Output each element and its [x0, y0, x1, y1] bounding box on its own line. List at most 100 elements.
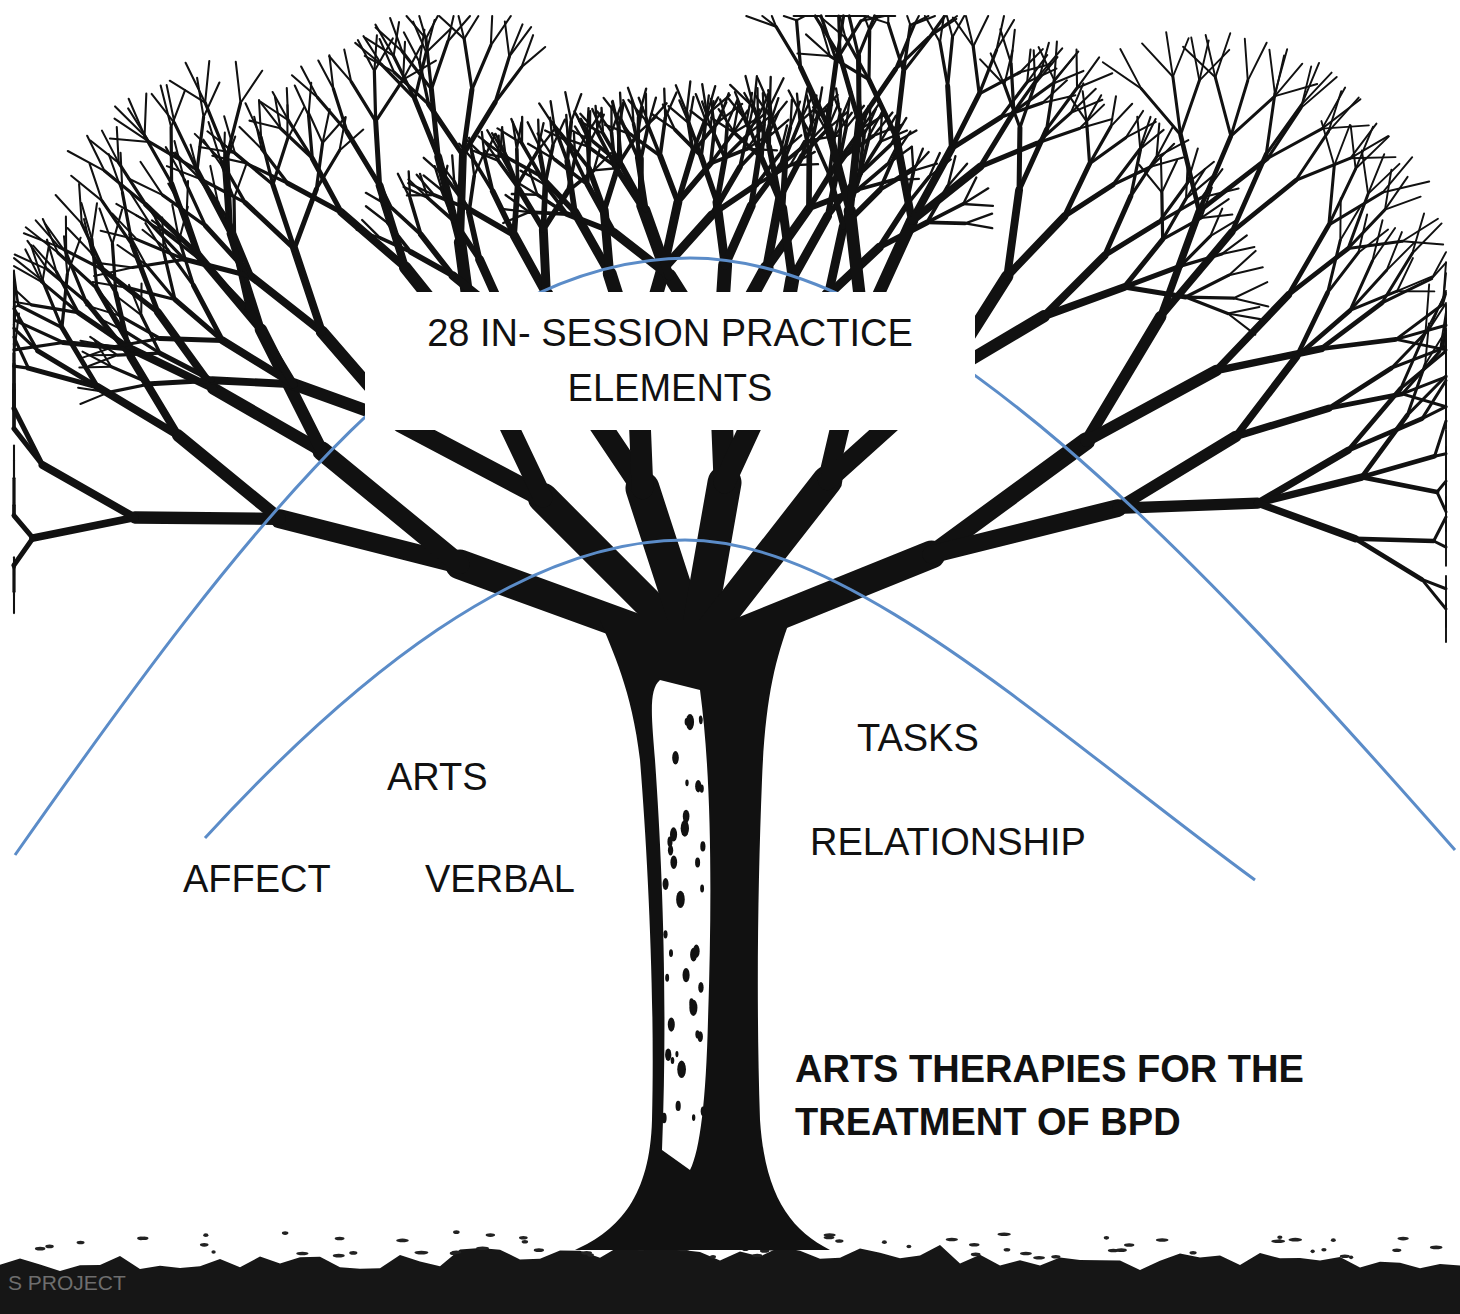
- ground-speck: [211, 1250, 215, 1254]
- tree-branch: [786, 122, 800, 156]
- tree-branch: [133, 259, 185, 267]
- tree-branch: [140, 284, 142, 316]
- ground-speck: [414, 1251, 428, 1255]
- ground-speck: [882, 1240, 887, 1244]
- tree-branch: [1137, 117, 1140, 150]
- tree-branch: [797, 20, 801, 67]
- tree-branch: [410, 198, 421, 234]
- tree-branch: [431, 42, 447, 90]
- tree-branch: [452, 155, 454, 181]
- tree-branch: [1297, 310, 1350, 356]
- tree-branch: [464, 16, 478, 39]
- tree-branch: [1407, 376, 1446, 415]
- tree-branch: [1322, 87, 1345, 128]
- tree-branch: [638, 158, 646, 210]
- tree-branch: [646, 121, 660, 156]
- tree-branch: [1322, 99, 1360, 128]
- tree-branch: [1412, 223, 1441, 253]
- tree-branch: [588, 143, 590, 185]
- bark-mark: [695, 858, 700, 868]
- tree-branch: [1079, 119, 1112, 129]
- tree-branch: [173, 153, 201, 179]
- tree-branch: [14, 343, 63, 350]
- tree-branch: [1201, 215, 1232, 218]
- tree-branch: [1385, 197, 1421, 210]
- tree-branch: [1140, 119, 1155, 150]
- ground-speck: [1277, 1235, 1282, 1239]
- tree-branch: [379, 181, 392, 208]
- tree-branch: [1160, 192, 1164, 239]
- tree-branch: [1288, 249, 1348, 295]
- tree-branch: [14, 409, 42, 465]
- tree-branch: [151, 380, 212, 384]
- tree-branch: [719, 109, 735, 133]
- tree-branch: [104, 171, 145, 205]
- tree-branch: [1445, 385, 1447, 421]
- tree-branch: [1173, 38, 1189, 76]
- tree-branch: [13, 351, 15, 366]
- tree-branch: [167, 85, 175, 123]
- tree-branch: [794, 15, 815, 17]
- tree-branch: [197, 117, 204, 170]
- tree-branch: [770, 78, 784, 106]
- tree-branch: [1445, 349, 1447, 376]
- tree-branch: [506, 195, 530, 212]
- tree-branch: [1173, 77, 1181, 135]
- tree-branch: [948, 86, 952, 149]
- tree-branch: [521, 47, 545, 67]
- tree-branch: [859, 142, 880, 176]
- tree-branch: [1432, 263, 1446, 279]
- bark-mark: [699, 717, 702, 724]
- tree-branch: [804, 15, 815, 17]
- tree-branch: [1445, 480, 1447, 517]
- tree-branch: [505, 22, 509, 57]
- tree-branch: [711, 127, 725, 158]
- ground: [0, 1245, 1460, 1314]
- bark-mark: [698, 1031, 703, 1042]
- bark-mark: [663, 878, 669, 890]
- tree-branch: [140, 162, 162, 195]
- bark-mark: [695, 780, 701, 792]
- tree-title: ARTS THERAPIES FOR THE TREATMENT OF BPD: [791, 1043, 1399, 1149]
- tree-branch: [1047, 88, 1077, 129]
- ground-speck: [1004, 1248, 1011, 1252]
- tree-branch: [772, 120, 785, 157]
- tree-branch: [965, 223, 992, 228]
- ground-speck: [335, 1237, 345, 1241]
- tree-branch: [351, 82, 376, 122]
- tree-branch: [859, 16, 875, 56]
- tree-branch: [446, 178, 469, 209]
- tree-branch: [810, 111, 814, 139]
- ground-speck: [534, 1248, 544, 1252]
- tree-branch: [913, 149, 922, 172]
- tree-branch: [676, 85, 687, 112]
- tree-branch: [1000, 29, 1011, 63]
- tree-branch: [1445, 516, 1447, 518]
- tree-branch: [1387, 232, 1402, 270]
- tree-branch: [850, 123, 859, 211]
- tree-branch: [1445, 609, 1447, 642]
- ground-speck: [349, 1251, 357, 1255]
- ground-speck: [1321, 1248, 1326, 1252]
- tree-branch: [42, 465, 134, 518]
- tree-branch: [797, 94, 800, 122]
- tree-branch: [728, 97, 747, 121]
- tree-branch: [620, 93, 622, 121]
- tree-branch: [431, 89, 438, 157]
- tree-branch: [828, 125, 850, 211]
- tree-branch: [1321, 339, 1396, 348]
- tree-branch: [1288, 225, 1329, 295]
- tree-branch: [36, 220, 60, 247]
- tree-branch: [1236, 408, 1329, 436]
- trunk-highlight: [652, 680, 711, 1170]
- ground-speck: [946, 1238, 958, 1242]
- ground-speck: [1156, 1238, 1169, 1242]
- bark-mark: [663, 930, 667, 938]
- tree-branch: [1275, 49, 1287, 93]
- tree-branch: [980, 143, 1036, 166]
- tree-branch: [896, 137, 912, 221]
- ground-speck: [1397, 1237, 1408, 1241]
- tree-branch: [262, 149, 288, 183]
- tree-branch: [1087, 121, 1090, 163]
